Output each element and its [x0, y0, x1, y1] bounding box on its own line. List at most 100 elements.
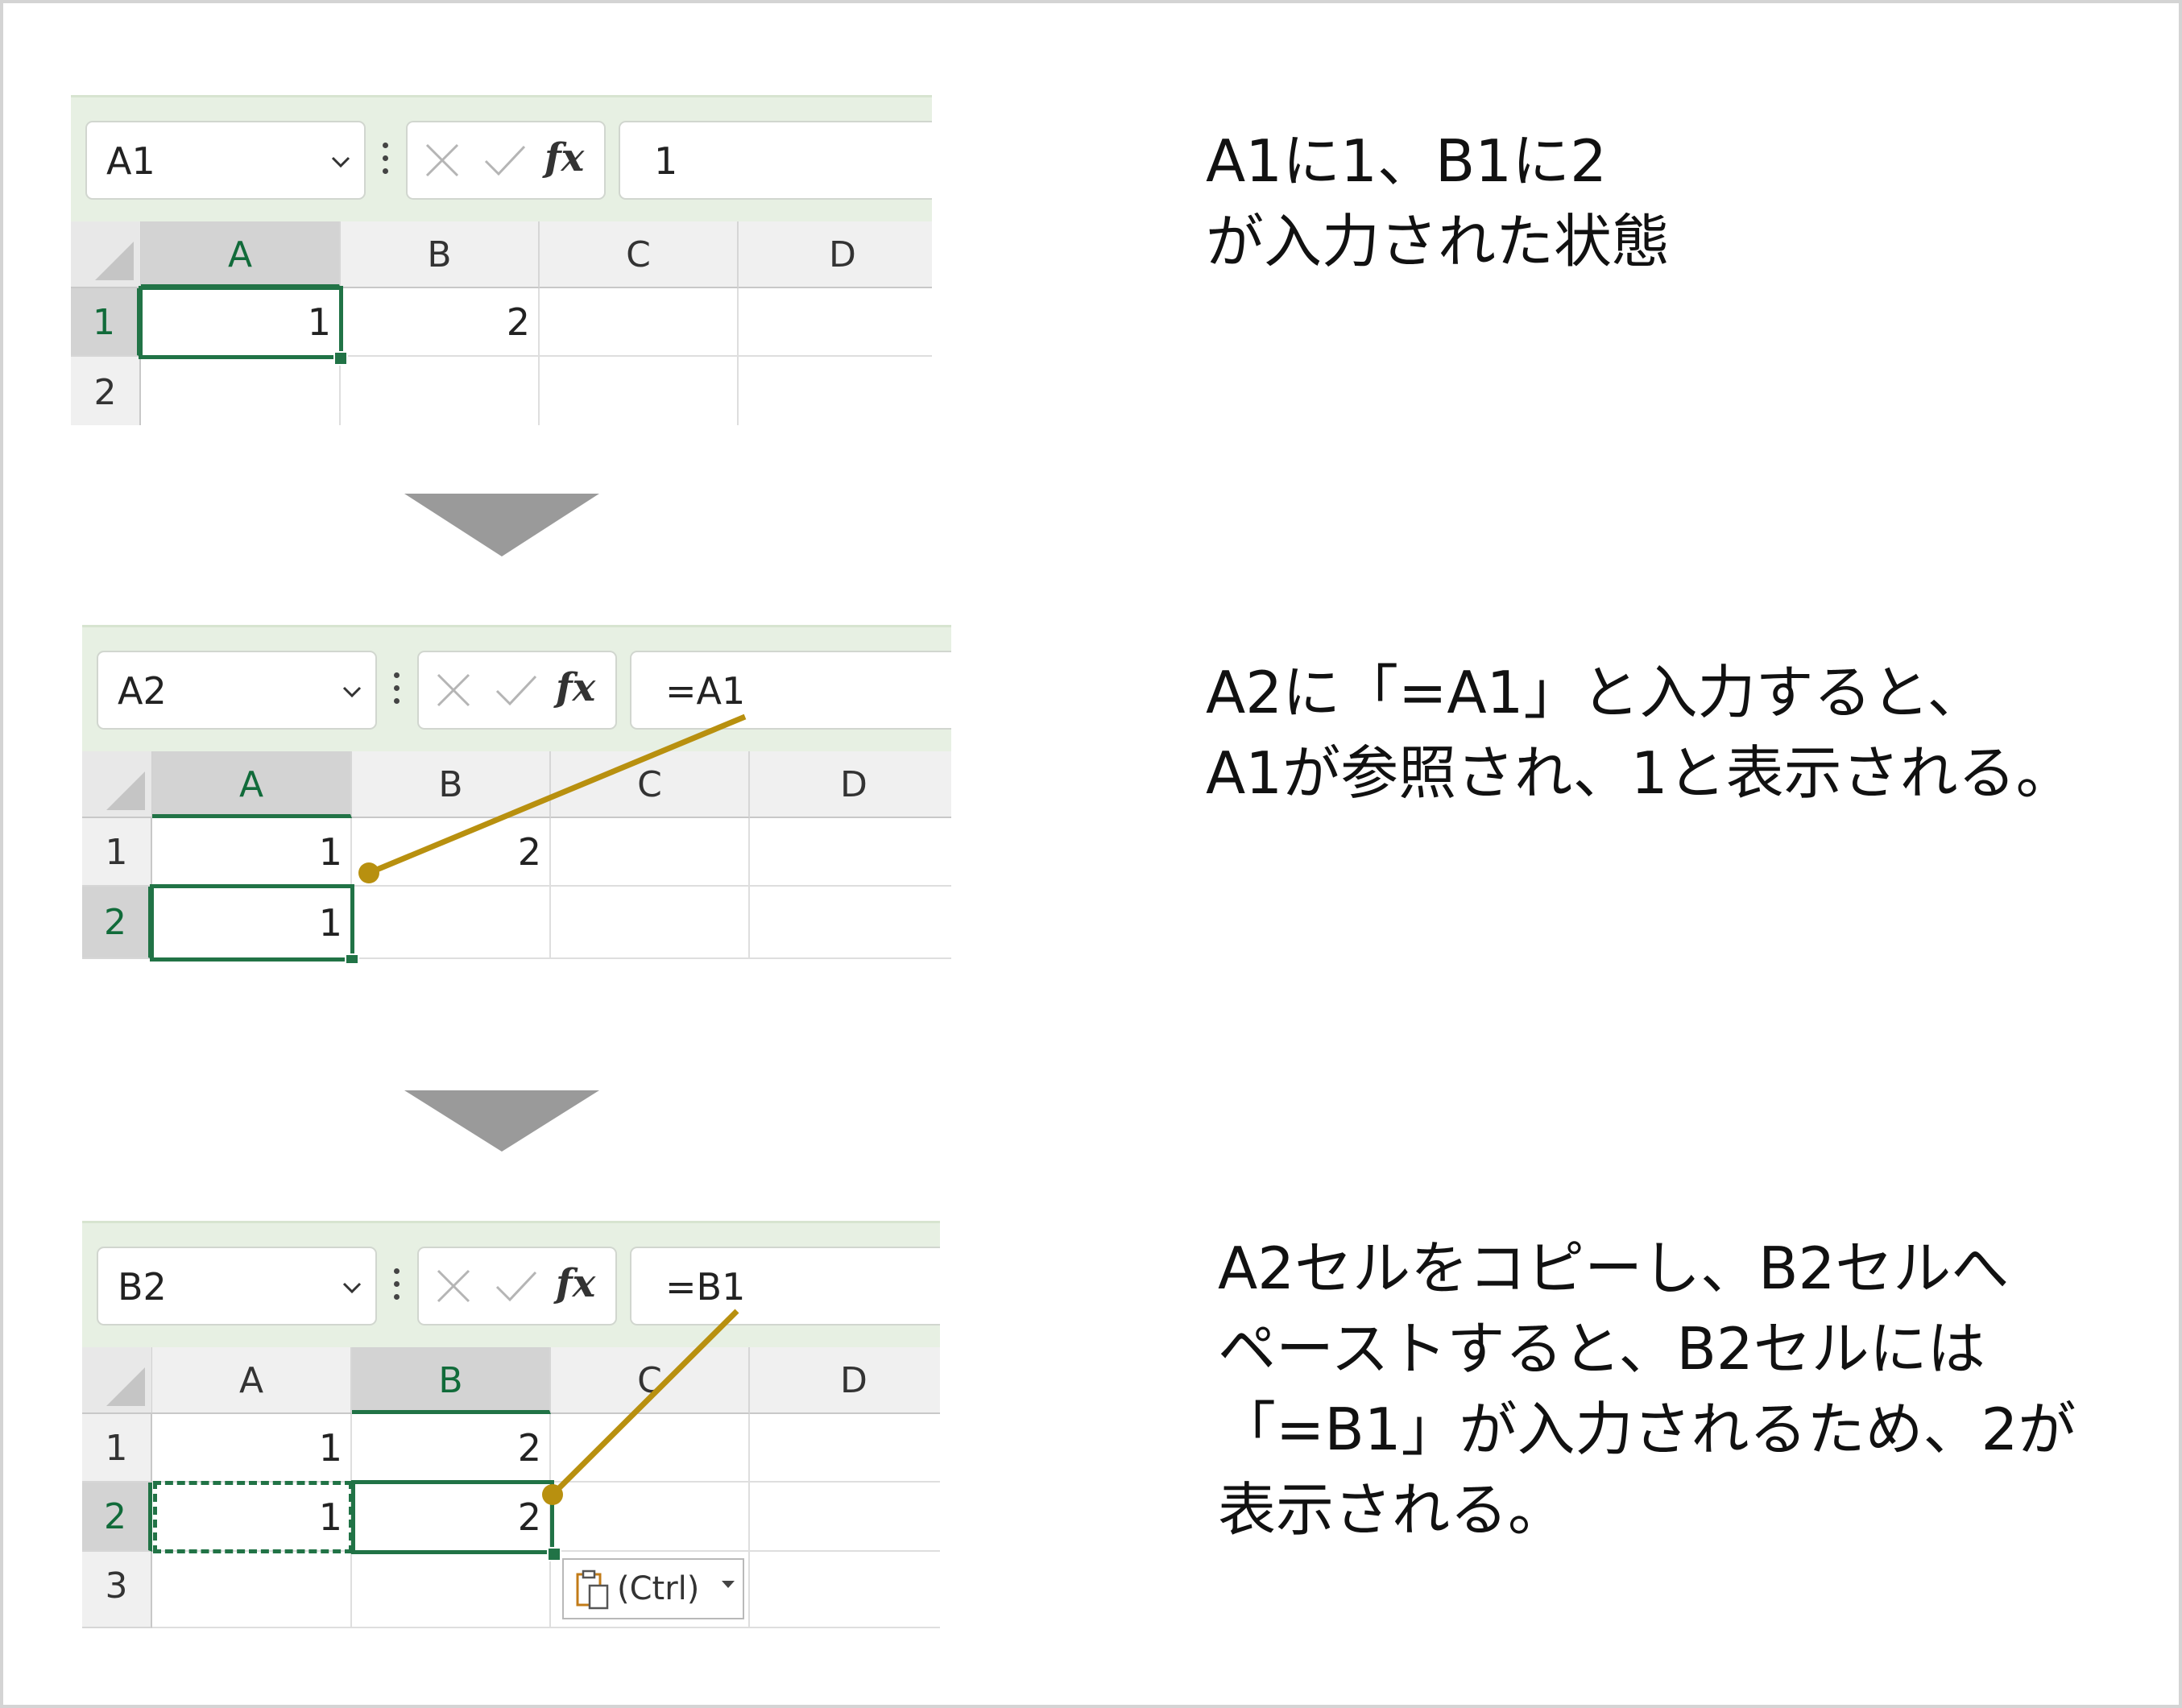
resize-handle-icon[interactable]: [381, 136, 389, 184]
cell-b2[interactable]: 2: [352, 1483, 551, 1552]
cell-d1[interactable]: [750, 818, 951, 887]
cancel-x-icon[interactable]: [433, 1266, 474, 1306]
cell-c2[interactable]: [551, 887, 750, 959]
spreadsheet-panel-2: A2 fx =A1 A B C D 1 2 1 2 1: [82, 625, 951, 963]
cell-b1[interactable]: 2: [352, 1414, 551, 1483]
enter-check-icon[interactable]: [494, 670, 539, 710]
column-header-d[interactable]: D: [750, 751, 951, 818]
cell-c1[interactable]: [551, 818, 750, 887]
fill-handle[interactable]: [547, 1547, 561, 1561]
cell-b2[interactable]: [352, 887, 551, 959]
formula-input[interactable]: =B1: [630, 1247, 940, 1325]
column-header-a[interactable]: A: [152, 1347, 352, 1414]
formula-bar: A1 fx 1: [71, 95, 932, 224]
down-arrow-icon: [404, 494, 599, 556]
select-all-corner[interactable]: [82, 1347, 152, 1414]
formula-bar: A2 fx =A1: [82, 625, 951, 754]
fx-icon[interactable]: fx: [544, 135, 585, 180]
cancel-x-icon[interactable]: [433, 670, 474, 710]
row-header-2[interactable]: 2: [82, 1483, 152, 1552]
cell-a1[interactable]: 1: [152, 818, 352, 887]
name-box-value: B2: [118, 1265, 167, 1309]
cell-b1[interactable]: 2: [341, 288, 540, 357]
formula-input[interactable]: =A1: [630, 651, 951, 730]
fx-icon[interactable]: fx: [556, 665, 596, 710]
name-box-value: A2: [118, 669, 167, 713]
row-header-2[interactable]: 2: [71, 357, 141, 425]
paste-options-label: (Ctrl): [617, 1570, 700, 1607]
caption-3: A2セルをコピーし、B2セルへ ペーストすると、B2セルには 「=B1」が入力さ…: [1218, 1228, 2076, 1550]
column-header-a[interactable]: A: [141, 221, 341, 288]
caption-2: A2に「=A1」と入力すると、 A1が参照され、1と表示される。: [1206, 652, 2074, 813]
cell-d1[interactable]: [750, 1414, 940, 1483]
caption-line: A2セルをコピーし、B2セルへ: [1218, 1234, 2010, 1302]
cell-c2[interactable]: [540, 357, 739, 425]
column-header-c[interactable]: C: [540, 221, 739, 288]
cell-a2[interactable]: 1: [152, 887, 352, 959]
chevron-down-icon[interactable]: [340, 1276, 364, 1300]
name-box-value: A1: [106, 139, 155, 183]
caption-line: A1が参照され、1と表示される。: [1206, 739, 2074, 807]
select-all-corner[interactable]: [82, 751, 152, 818]
cell-d1[interactable]: [739, 288, 932, 357]
enter-check-icon[interactable]: [494, 1266, 539, 1306]
column-header-a[interactable]: A: [152, 751, 352, 818]
cell-a1[interactable]: 1: [152, 1414, 352, 1483]
down-arrow-icon: [404, 1090, 599, 1152]
cell-c3[interactable]: [551, 1552, 750, 1628]
formula-buttons: fx: [417, 1247, 617, 1325]
caption-line: 「=B1」が入力されるため、2が: [1218, 1396, 2076, 1463]
cell-c1[interactable]: [551, 1414, 750, 1483]
cancel-x-icon[interactable]: [422, 140, 462, 180]
formula-buttons: fx: [406, 121, 606, 200]
name-box[interactable]: B2: [97, 1247, 377, 1325]
chevron-down-icon[interactable]: [329, 150, 353, 174]
cell-b3[interactable]: [352, 1552, 551, 1628]
sheet-grid: A B C D 1 2 3 1 2 1 2 (Ctrl): [82, 1347, 940, 1628]
column-header-c[interactable]: C: [551, 751, 750, 818]
cell-d2[interactable]: [750, 887, 951, 959]
cell-b2[interactable]: [341, 357, 540, 425]
name-box[interactable]: A2: [97, 651, 377, 730]
cell-c1[interactable]: [540, 288, 739, 357]
cell-a2[interactable]: 1: [152, 1483, 352, 1552]
formula-text: =A1: [665, 669, 746, 713]
fill-handle[interactable]: [345, 953, 359, 963]
cell-a1[interactable]: 1: [141, 288, 341, 357]
column-header-d[interactable]: D: [750, 1347, 940, 1414]
row-header-1[interactable]: 1: [71, 288, 141, 357]
column-header-b[interactable]: B: [352, 751, 551, 818]
cell-d2[interactable]: [739, 357, 932, 425]
column-header-d[interactable]: D: [739, 221, 932, 288]
fill-handle[interactable]: [333, 351, 348, 366]
name-box[interactable]: A1: [85, 121, 366, 200]
cell-d2[interactable]: [750, 1483, 940, 1552]
cell-c2[interactable]: [551, 1483, 750, 1552]
cell-b1[interactable]: 2: [352, 818, 551, 887]
formula-bar: B2 fx =B1: [82, 1221, 940, 1350]
cell-a2[interactable]: [141, 357, 341, 425]
paste-options-button[interactable]: (Ctrl): [562, 1558, 744, 1619]
enter-check-icon[interactable]: [482, 140, 528, 180]
cell-a3[interactable]: [152, 1552, 352, 1628]
select-all-corner[interactable]: [71, 221, 141, 288]
row-header-1[interactable]: 1: [82, 1414, 152, 1483]
row-header-1[interactable]: 1: [82, 818, 152, 887]
formula-text: 1: [654, 139, 678, 183]
resize-handle-icon[interactable]: [392, 666, 400, 714]
resize-handle-icon[interactable]: [392, 1262, 400, 1310]
fx-icon[interactable]: fx: [556, 1261, 596, 1306]
formula-input[interactable]: 1: [619, 121, 932, 200]
chevron-down-icon[interactable]: [722, 1579, 735, 1589]
row-header-2[interactable]: 2: [82, 887, 152, 959]
spreadsheet-panel-3: B2 fx =B1 A B C D 1 2 3 1 2 1 2: [82, 1221, 940, 1628]
column-header-c[interactable]: C: [551, 1347, 750, 1414]
caption-line: 表示される。: [1218, 1476, 1567, 1544]
cell-d3[interactable]: [750, 1552, 940, 1628]
caption-line: が入力された状態: [1206, 208, 1671, 275]
caption-line: A1に1、B1に2: [1206, 127, 1607, 195]
column-header-b[interactable]: B: [352, 1347, 551, 1414]
chevron-down-icon[interactable]: [340, 680, 364, 704]
column-header-b[interactable]: B: [341, 221, 540, 288]
row-header-3[interactable]: 3: [82, 1552, 152, 1628]
